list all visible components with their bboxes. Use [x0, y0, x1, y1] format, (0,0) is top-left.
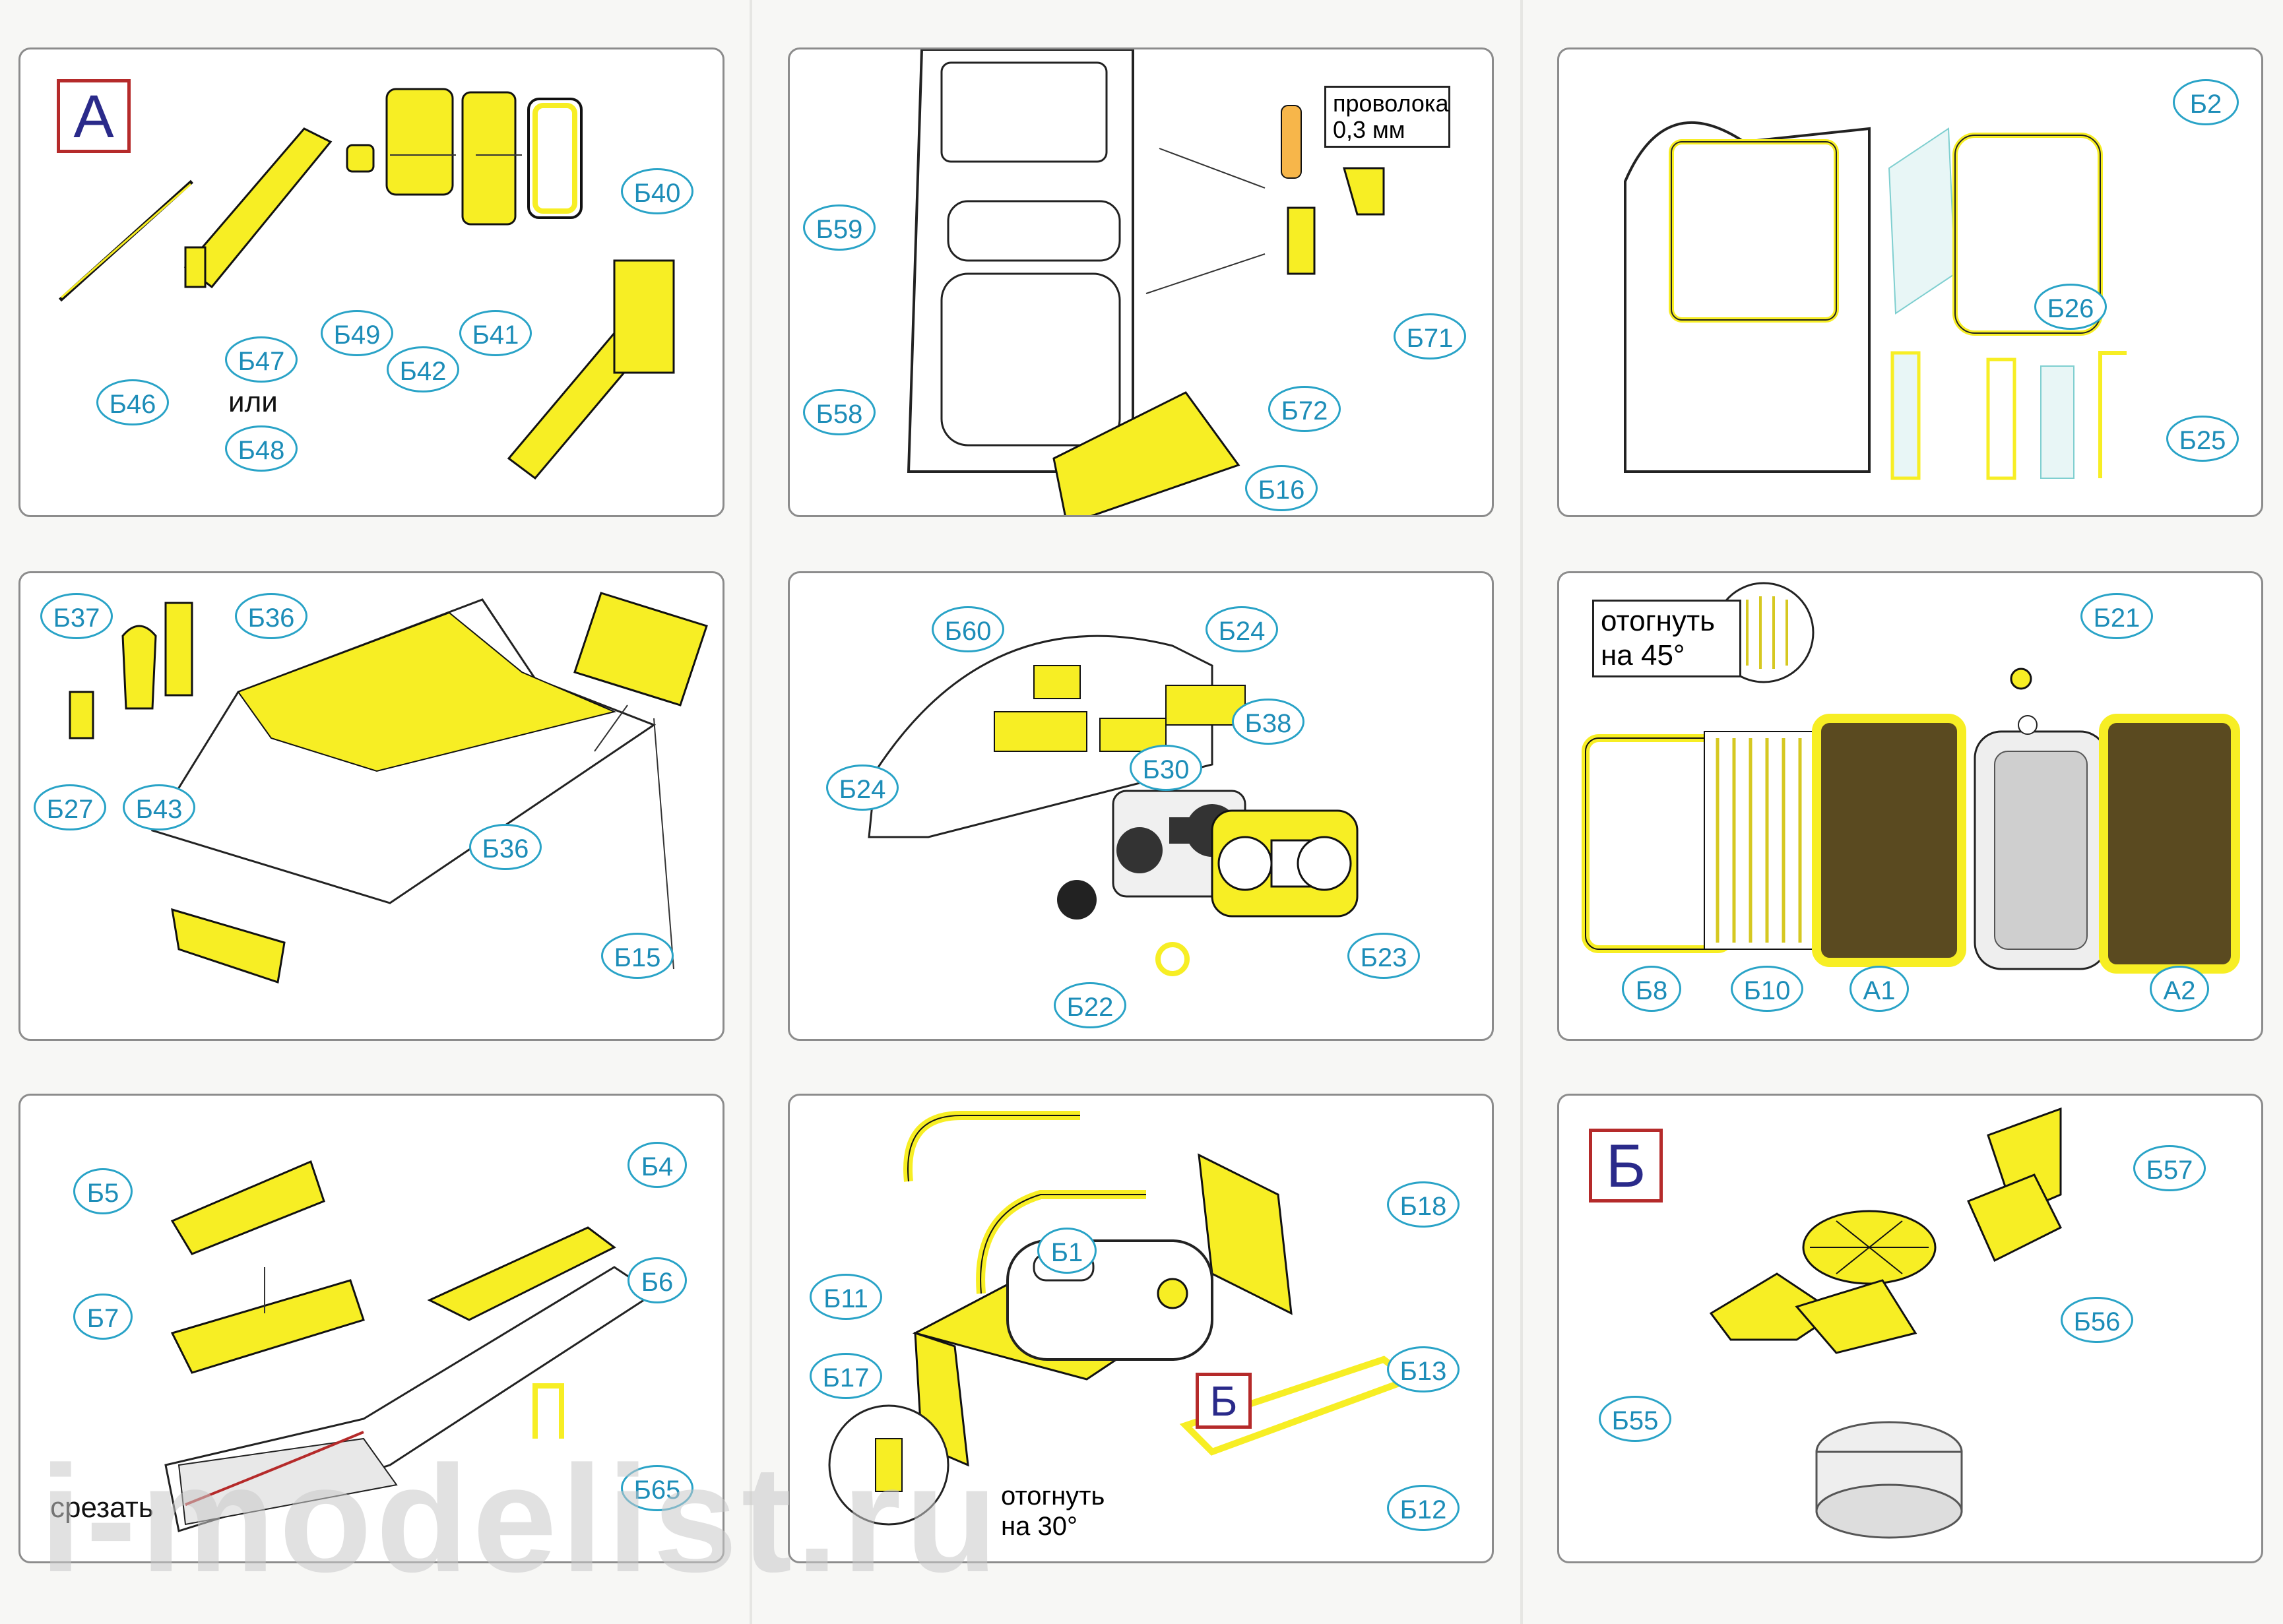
part-label: Б43	[123, 784, 195, 830]
part-label: Б21	[2080, 593, 2153, 639]
part-label: Б7	[73, 1294, 133, 1340]
part-label: Б6	[627, 1257, 687, 1303]
mirror-drawing	[58, 88, 675, 480]
part-label: Б16	[1245, 465, 1318, 511]
part-label: Б38	[1232, 699, 1304, 745]
glass-drawing	[1624, 121, 2127, 480]
part-label: Б36	[235, 593, 307, 639]
part-label: Б42	[387, 346, 459, 392]
watermark: i-modelist.ru	[40, 1434, 1002, 1604]
part-label: Б57	[2133, 1145, 2206, 1191]
part-label: А2	[2150, 966, 2209, 1012]
bend-30-note: отогнуть на 30°	[1001, 1482, 1105, 1541]
panel-tank-cap: Б Б57 Б56 Б55	[1557, 1094, 2263, 1563]
part-label: Б30	[1130, 745, 1202, 791]
part-label: Б37	[40, 593, 113, 639]
fold-line	[750, 0, 752, 1624]
wire-note: проволока 0,3 мм	[1324, 86, 1450, 148]
panel-door-panel: проволока 0,3 мм Б59 Б58 Б71 Б72 Б16	[788, 47, 1494, 517]
part-label: Б48	[225, 425, 298, 472]
part-label: Б24	[1206, 606, 1278, 652]
panel-running-board: Б4 Б5 Б6 Б7 Б65 срезать	[18, 1094, 724, 1563]
part-label: Б12	[1387, 1485, 1460, 1531]
part-label: Б36	[469, 824, 542, 870]
tank-drawing	[828, 1111, 1417, 1526]
fold-line	[1520, 0, 1523, 1624]
part-label: Б15	[601, 933, 674, 979]
part-label: Б8	[1622, 966, 1681, 1012]
part-label: Б56	[2061, 1297, 2133, 1343]
part-label: Б59	[803, 204, 876, 251]
door-drawing	[907, 49, 1385, 515]
part-label: Б11	[810, 1274, 882, 1320]
part-label: Б2	[2173, 79, 2239, 125]
part-label: Б13	[1387, 1346, 1460, 1392]
panel-door-glass: Б2 Б26 Б25	[1557, 47, 2263, 517]
part-label: Б26	[2034, 284, 2107, 330]
part-label: Б40	[621, 168, 693, 214]
part-label: Б71	[1394, 313, 1466, 359]
section-letter: Б	[1589, 1129, 1663, 1202]
panel-radiator-grille: отогнуть на 45° Б21 Б8 Б10 А1 А2	[1557, 571, 2263, 1041]
bend-45-note: отогнуть на 45°	[1592, 600, 1741, 677]
dashboard-drawing	[868, 635, 1359, 976]
part-label: Б18	[1387, 1181, 1460, 1228]
part-label: Б65	[621, 1465, 693, 1511]
part-label: Б1	[1037, 1228, 1097, 1274]
step-drawing	[164, 1160, 656, 1532]
part-label: Б46	[96, 379, 169, 425]
or-text: или	[228, 386, 278, 418]
part-label: Б24	[826, 765, 899, 811]
panel-fuel-tank-frame: Б1 Б18 Б11 Б17 Б13 Б12 Б отогнуть на 30°	[788, 1094, 1494, 1563]
part-label: Б72	[1268, 386, 1341, 432]
part-label: Б27	[34, 784, 106, 830]
part-label: Б22	[1054, 982, 1126, 1028]
part-label: Б5	[73, 1168, 133, 1214]
cap-drawing	[1709, 1107, 2063, 1539]
part-label: Б60	[932, 606, 1004, 652]
part-label: Б47	[225, 336, 298, 383]
cut-note: срезать	[50, 1491, 154, 1524]
part-label: Б4	[627, 1142, 687, 1188]
panel-dashboard: Б60 Б24 Б38 Б30 Б24 Б23 Б22	[788, 571, 1494, 1041]
part-label: Б49	[321, 310, 393, 356]
part-label: Б41	[459, 310, 532, 356]
section-letter: А	[57, 79, 131, 153]
part-label: Б58	[803, 389, 876, 435]
part-label: А1	[1849, 966, 1909, 1012]
floor-drawing	[69, 592, 708, 984]
panel-floor-pedals: Б37 Б36 Б27 Б43 Б36 Б15	[18, 571, 724, 1041]
panel-mirror-assembly: А Б40 Б49 Б42 Б41 Б46 Б47 или Б48	[18, 47, 724, 517]
part-label: Б55	[1599, 1396, 1671, 1442]
part-label: Б25	[2166, 416, 2239, 462]
part-label: Б23	[1347, 933, 1420, 979]
section-letter: Б	[1196, 1373, 1252, 1429]
part-label: Б17	[810, 1353, 882, 1399]
part-label: Б10	[1731, 966, 1803, 1012]
